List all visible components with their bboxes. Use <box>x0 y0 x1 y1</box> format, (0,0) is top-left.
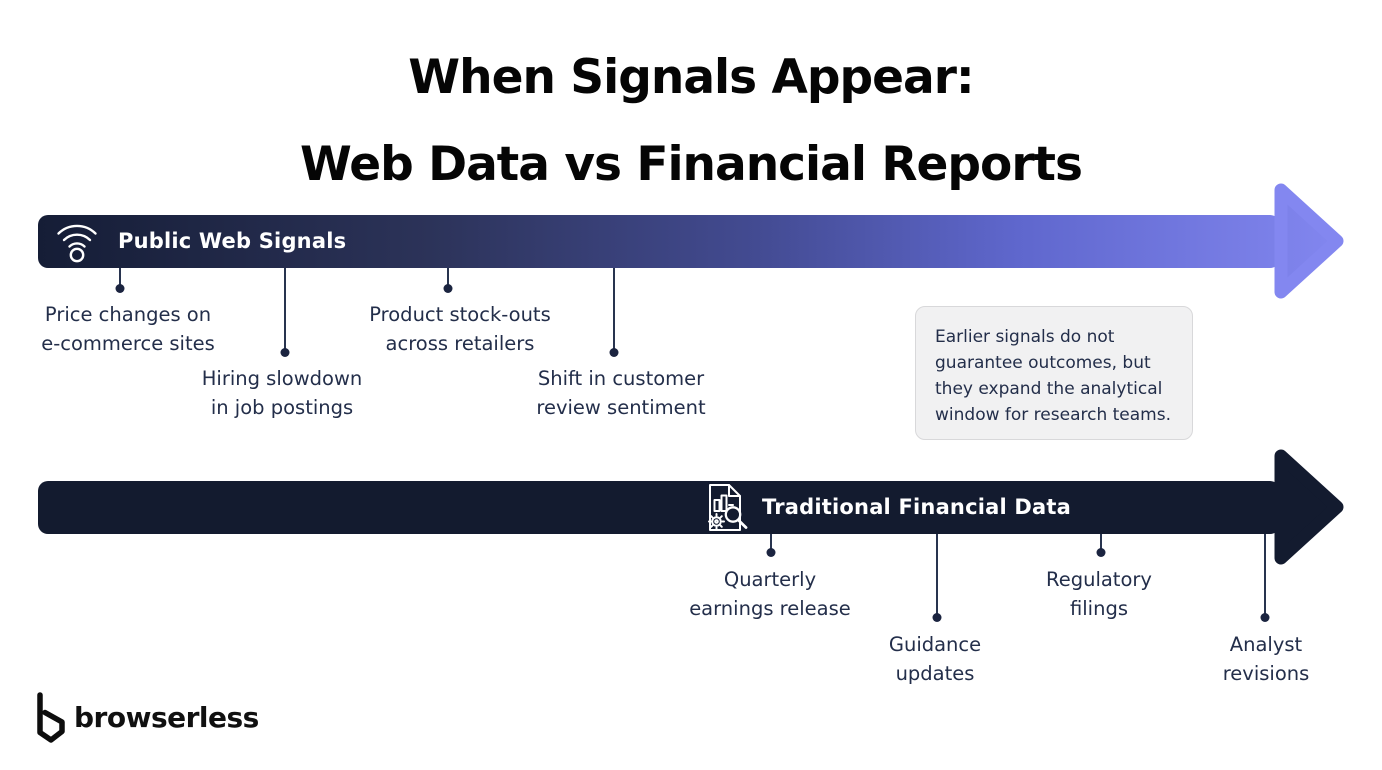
financial-timeline-arrow <box>38 449 1344 565</box>
connector-quarterly-earnings <box>770 534 772 549</box>
event-stock-outs: Product stock-outs across retailers <box>369 303 551 355</box>
note-text: Earlier signals do not guarantee outcome… <box>935 327 1171 425</box>
wifi-icon <box>57 224 97 263</box>
web-timeline-label: Public Web Signals <box>118 229 347 253</box>
connector-analyst-revisions <box>1264 534 1266 614</box>
financial-timeline-label: Traditional Financial Data <box>762 495 1072 519</box>
connector-price-changes <box>119 268 121 285</box>
web-signals-timeline-arrow <box>38 183 1344 299</box>
event-price-changes: Price changes on e-commerce sites <box>41 303 215 355</box>
event-review-sentiment: Shift in customer review sentiment <box>536 367 706 419</box>
browserless-logo-text: browserless <box>74 700 259 734</box>
connector-guidance-updates <box>936 534 938 614</box>
page-title-line1: When Signals Appear: <box>408 50 974 105</box>
event-analyst-revisions: Analyst revisions <box>1222 633 1310 685</box>
event-quarterly-earnings: Quarterly earnings release <box>689 568 851 620</box>
connector-regulatory-filings <box>1100 534 1102 549</box>
note-box: Earlier signals do not guarantee outcome… <box>915 306 1193 440</box>
event-hiring-slowdown: Hiring slowdown in job postings <box>201 367 363 419</box>
event-regulatory-filings: Regulatory filings <box>1046 568 1152 620</box>
browserless-logo: browserless <box>35 691 259 743</box>
browserless-logo-icon <box>37 692 65 743</box>
financial-report-icon <box>708 484 748 531</box>
connector-stock-outs <box>447 268 449 285</box>
connector-hiring-slowdown <box>284 268 286 349</box>
page-title-line2: Web Data vs Financial Reports <box>300 137 1083 192</box>
event-guidance-updates: Guidance updates <box>888 633 982 685</box>
page-title: When Signals Appear: Web Data vs Financi… <box>0 34 1382 208</box>
connector-review-sentiment <box>613 268 615 349</box>
